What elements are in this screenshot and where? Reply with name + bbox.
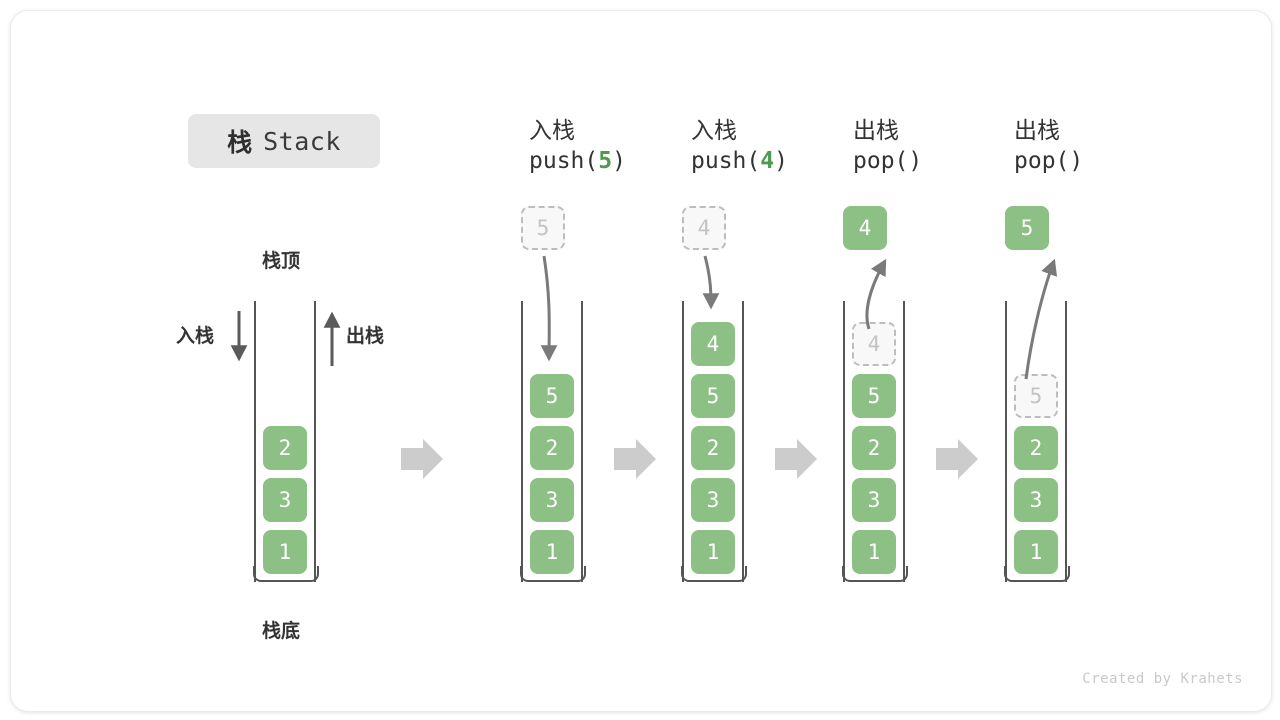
label-stack-top: 栈顶 xyxy=(262,251,301,272)
stack-floor xyxy=(520,566,586,582)
call-argument: 4 xyxy=(760,148,775,175)
flow-arrow xyxy=(614,439,656,479)
column-header-line1: 入栈 xyxy=(691,117,737,143)
stack-cell: 3 xyxy=(1014,478,1058,522)
column-header-pop-2: 出栈 pop() xyxy=(1014,115,1184,177)
floating-element-push-4: 4 xyxy=(682,206,726,250)
stack-cell: 3 xyxy=(852,478,896,522)
call-suffix: ) xyxy=(612,148,626,175)
floating-element-push-5: 5 xyxy=(521,206,565,250)
stack-cell-vacated: 4 xyxy=(852,322,896,366)
stack-container-push-5 xyxy=(520,301,586,582)
stack-container-pop-1 xyxy=(842,301,908,582)
stack-floor xyxy=(681,566,747,582)
column-header-line1: 出栈 xyxy=(1014,117,1060,143)
stack-wall-left xyxy=(682,301,684,582)
column-header-push-4: 入栈 push(4) xyxy=(691,115,861,177)
diagram-frame: 栈 Stack 入栈 push(5) 入栈 push(4) 出栈 pop() 出… xyxy=(10,10,1272,712)
label-push: 入栈 xyxy=(176,326,215,347)
stack-floor xyxy=(842,566,908,582)
motion-arrow-push-4 xyxy=(702,255,720,310)
stack-cell: 2 xyxy=(852,426,896,470)
call-suffix: ) xyxy=(774,148,788,175)
call-prefix: pop( xyxy=(853,148,909,175)
call-prefix: push( xyxy=(529,148,599,175)
column-header-line2: push(5) xyxy=(529,146,699,177)
stack-cell: 2 xyxy=(691,426,735,470)
stack-floor xyxy=(253,566,319,582)
stack-cell: 5 xyxy=(691,374,735,418)
column-header-push-5: 入栈 push(5) xyxy=(529,115,699,177)
stack-wall-right xyxy=(742,301,744,582)
column-header-line2: push(4) xyxy=(691,146,861,177)
stack-cell: 1 xyxy=(1014,530,1058,574)
floating-element-pop-4: 4 xyxy=(843,206,887,250)
stack-cell: 1 xyxy=(530,530,574,574)
column-header-line1: 入栈 xyxy=(529,117,575,143)
stack-cell: 1 xyxy=(852,530,896,574)
stack-cell-vacated: 5 xyxy=(1014,374,1058,418)
stack-wall-left xyxy=(1005,301,1007,582)
column-header-line2: pop() xyxy=(1014,146,1184,177)
stack-floor xyxy=(1004,566,1070,582)
stack-wall-right xyxy=(314,301,316,582)
stack-cell: 3 xyxy=(263,478,307,522)
stack-container-initial xyxy=(253,301,319,582)
flow-arrow xyxy=(401,439,443,479)
stack-cell: 1 xyxy=(263,530,307,574)
label-pop: 出栈 xyxy=(346,326,385,347)
stack-wall-right xyxy=(581,301,583,582)
stack-wall-left xyxy=(843,301,845,582)
title-badge: 栈 Stack xyxy=(188,114,380,168)
column-header-line2: pop() xyxy=(853,146,1023,177)
stack-wall-right xyxy=(1065,301,1067,582)
stack-cell: 2 xyxy=(263,426,307,470)
column-header-pop-1: 出栈 pop() xyxy=(853,115,1023,177)
stack-cell: 2 xyxy=(1014,426,1058,470)
label-stack-bottom: 栈底 xyxy=(262,621,301,642)
flow-arrow xyxy=(936,439,978,479)
stack-container-push-4 xyxy=(681,301,747,582)
call-argument: 5 xyxy=(598,148,613,175)
call-suffix: ) xyxy=(908,148,923,175)
stack-cell: 2 xyxy=(530,426,574,470)
title-cn: 栈 xyxy=(227,129,254,157)
stack-cell: 3 xyxy=(691,478,735,522)
stack-wall-left xyxy=(254,301,256,582)
diagram-canvas: 栈 Stack 入栈 push(5) 入栈 push(4) 出栈 pop() 出… xyxy=(11,11,1271,711)
call-suffix: ) xyxy=(1069,148,1084,175)
footer-credit: Created by Krahets xyxy=(1082,671,1243,687)
call-prefix: push( xyxy=(691,148,761,175)
call-prefix: pop( xyxy=(1014,148,1070,175)
stack-cell: 1 xyxy=(691,530,735,574)
stack-cell: 5 xyxy=(530,374,574,418)
floating-element-pop-5: 5 xyxy=(1005,206,1049,250)
stack-cell: 3 xyxy=(530,478,574,522)
stack-container-pop-2 xyxy=(1004,301,1070,582)
stack-cell: 5 xyxy=(852,374,896,418)
title-en: Stack xyxy=(263,126,341,156)
stack-wall-right xyxy=(903,301,905,582)
column-header-line1: 出栈 xyxy=(853,117,899,143)
flow-arrow xyxy=(775,439,817,479)
stack-cell: 4 xyxy=(691,322,735,366)
stack-wall-left xyxy=(521,301,523,582)
